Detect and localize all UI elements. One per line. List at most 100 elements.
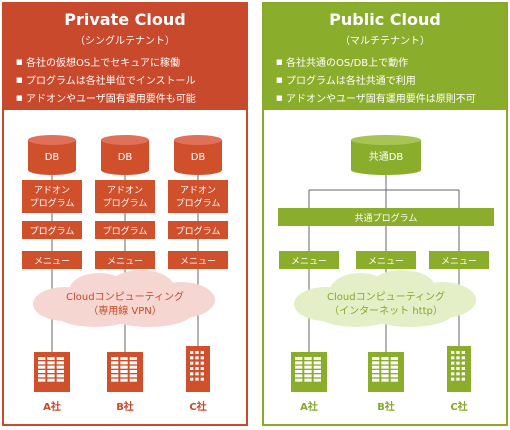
private-building-2-window <box>111 365 119 369</box>
public-cloud-subtitle: （マルチテナント） <box>340 36 430 47</box>
private-building-3-window <box>195 377 199 381</box>
public-building-2-window <box>390 365 398 369</box>
public-building-3-window <box>451 372 455 376</box>
private-program-box-2 <box>95 221 155 239</box>
private-building-3-window <box>190 372 194 376</box>
private-building-1-window <box>38 374 46 378</box>
public-building-2-window <box>372 365 380 369</box>
private-building-2-window <box>129 361 137 365</box>
public-building-2-window <box>372 370 380 373</box>
private-building-1-window <box>47 357 55 360</box>
private-building-2-window <box>120 370 128 373</box>
public-building-1-window <box>295 378 303 382</box>
public-menu-box-1 <box>279 251 339 269</box>
private-program-label-1: プログラム <box>30 225 75 237</box>
private-cloud-header: Private Cloud （シングルテナント） 各社の仮想OS上でセキュアに稼… <box>4 4 246 110</box>
private-building-3-window <box>195 361 199 365</box>
private-1-db-cylinder-body <box>28 140 76 175</box>
private-building-1-window <box>56 365 64 369</box>
public-cloud-panel: Public Cloud （マルチテナント） 各社共通のOS/DB上で動作 プロ… <box>262 2 508 426</box>
private-company-label-1: A社 <box>43 400 61 413</box>
public-building-3-window <box>456 351 460 354</box>
private-addon-label-b-2: プログラム <box>103 197 148 209</box>
private-building-3-window <box>190 377 194 381</box>
public-building-1-window <box>313 378 321 382</box>
public-building-3-window <box>461 351 465 354</box>
private-menu-label-3: メニュー <box>180 257 216 267</box>
private-program-label-3: プログラム <box>176 225 221 237</box>
private-building-1-window <box>38 357 46 360</box>
private-building-3-window <box>200 367 204 370</box>
public-menu-box-2 <box>356 251 416 269</box>
public-building-2-window <box>390 357 398 360</box>
public-building-2-window <box>381 378 389 382</box>
public-building-2-window <box>381 374 389 378</box>
public-building-1-window <box>304 370 312 373</box>
public-building-2-window <box>372 357 380 360</box>
private-building-1-window <box>47 361 55 365</box>
private-building-2-window <box>120 357 128 360</box>
private-building-2-window <box>111 374 119 378</box>
private-building-3-window <box>200 377 204 381</box>
private-cloud-label-b: （専用線 VPN） <box>88 304 162 317</box>
public-building-3-window <box>461 372 465 376</box>
private-building-3-window <box>190 367 194 370</box>
private-cloud-bullets: 各社の仮想OS上でセキュアに稼働 プログラムは各社単位でインストール アドオンや… <box>16 54 196 108</box>
public-menu-box-3 <box>429 251 489 269</box>
private-db-label-2: DB <box>118 152 133 163</box>
private-building-1-window <box>56 361 64 365</box>
private-company-label-3: C社 <box>189 400 206 413</box>
private-building-2-window <box>129 365 137 369</box>
private-building-3-window <box>195 372 199 376</box>
private-building-2-window <box>111 378 119 382</box>
public-menu-label-1: メニュー <box>291 257 327 267</box>
private-building-1-window <box>56 357 64 360</box>
public-cloud-label-b: （インターネット http） <box>329 305 443 317</box>
private-building-2-window <box>111 370 119 373</box>
private-building-1-window <box>38 378 46 382</box>
public-program-box <box>278 208 494 226</box>
private-building-1-window <box>38 370 46 373</box>
public-building-1-window <box>313 365 321 369</box>
public-company-label-2: B社 <box>377 400 395 413</box>
private-building-1-window <box>47 374 55 378</box>
public-building-3-window <box>461 367 465 370</box>
public-building-3-window <box>456 377 460 381</box>
public-db-cylinder-body <box>351 140 421 175</box>
public-building-1-window <box>295 357 303 360</box>
public-building-3-window <box>456 356 460 360</box>
public-building-3-window <box>461 377 465 381</box>
private-menu-box-1 <box>22 251 82 269</box>
private-building-2-window <box>120 361 128 365</box>
public-building-3-window <box>451 377 455 381</box>
public-building-2-window <box>372 378 380 382</box>
public-cloud-puff-7 <box>306 284 466 320</box>
private-building-3-window <box>200 361 204 365</box>
private-building-1-window <box>38 365 46 369</box>
public-db-label: 共通DB <box>369 151 404 163</box>
public-building-2-window <box>372 361 380 365</box>
public-building-1-window <box>304 361 312 365</box>
public-bullet-1: 各社共通のOS/DB上で動作 <box>276 54 476 72</box>
private-building-1-window <box>38 361 46 365</box>
public-building-1-window <box>313 361 321 365</box>
private-3-db-cylinder-body <box>174 140 222 175</box>
public-building-2-window <box>390 374 398 378</box>
private-building-1-window <box>47 370 55 373</box>
private-building-2-window <box>129 374 137 378</box>
private-building-2-window <box>111 361 119 365</box>
private-building-1-window <box>47 378 55 382</box>
private-cloud-subtitle: （シングルテナント） <box>75 36 175 47</box>
public-building-2-window <box>390 361 398 365</box>
public-company-label-1: A社 <box>300 400 318 413</box>
private-db-label-1: DB <box>45 152 60 163</box>
public-building-2-window <box>381 365 389 369</box>
public-building-3-window <box>451 356 455 360</box>
public-building-1-window <box>295 370 303 373</box>
public-building-2-window <box>381 361 389 365</box>
private-2-db-cylinder-top <box>101 135 149 145</box>
public-building-3-window <box>456 361 460 365</box>
public-building-1-window <box>304 378 312 382</box>
